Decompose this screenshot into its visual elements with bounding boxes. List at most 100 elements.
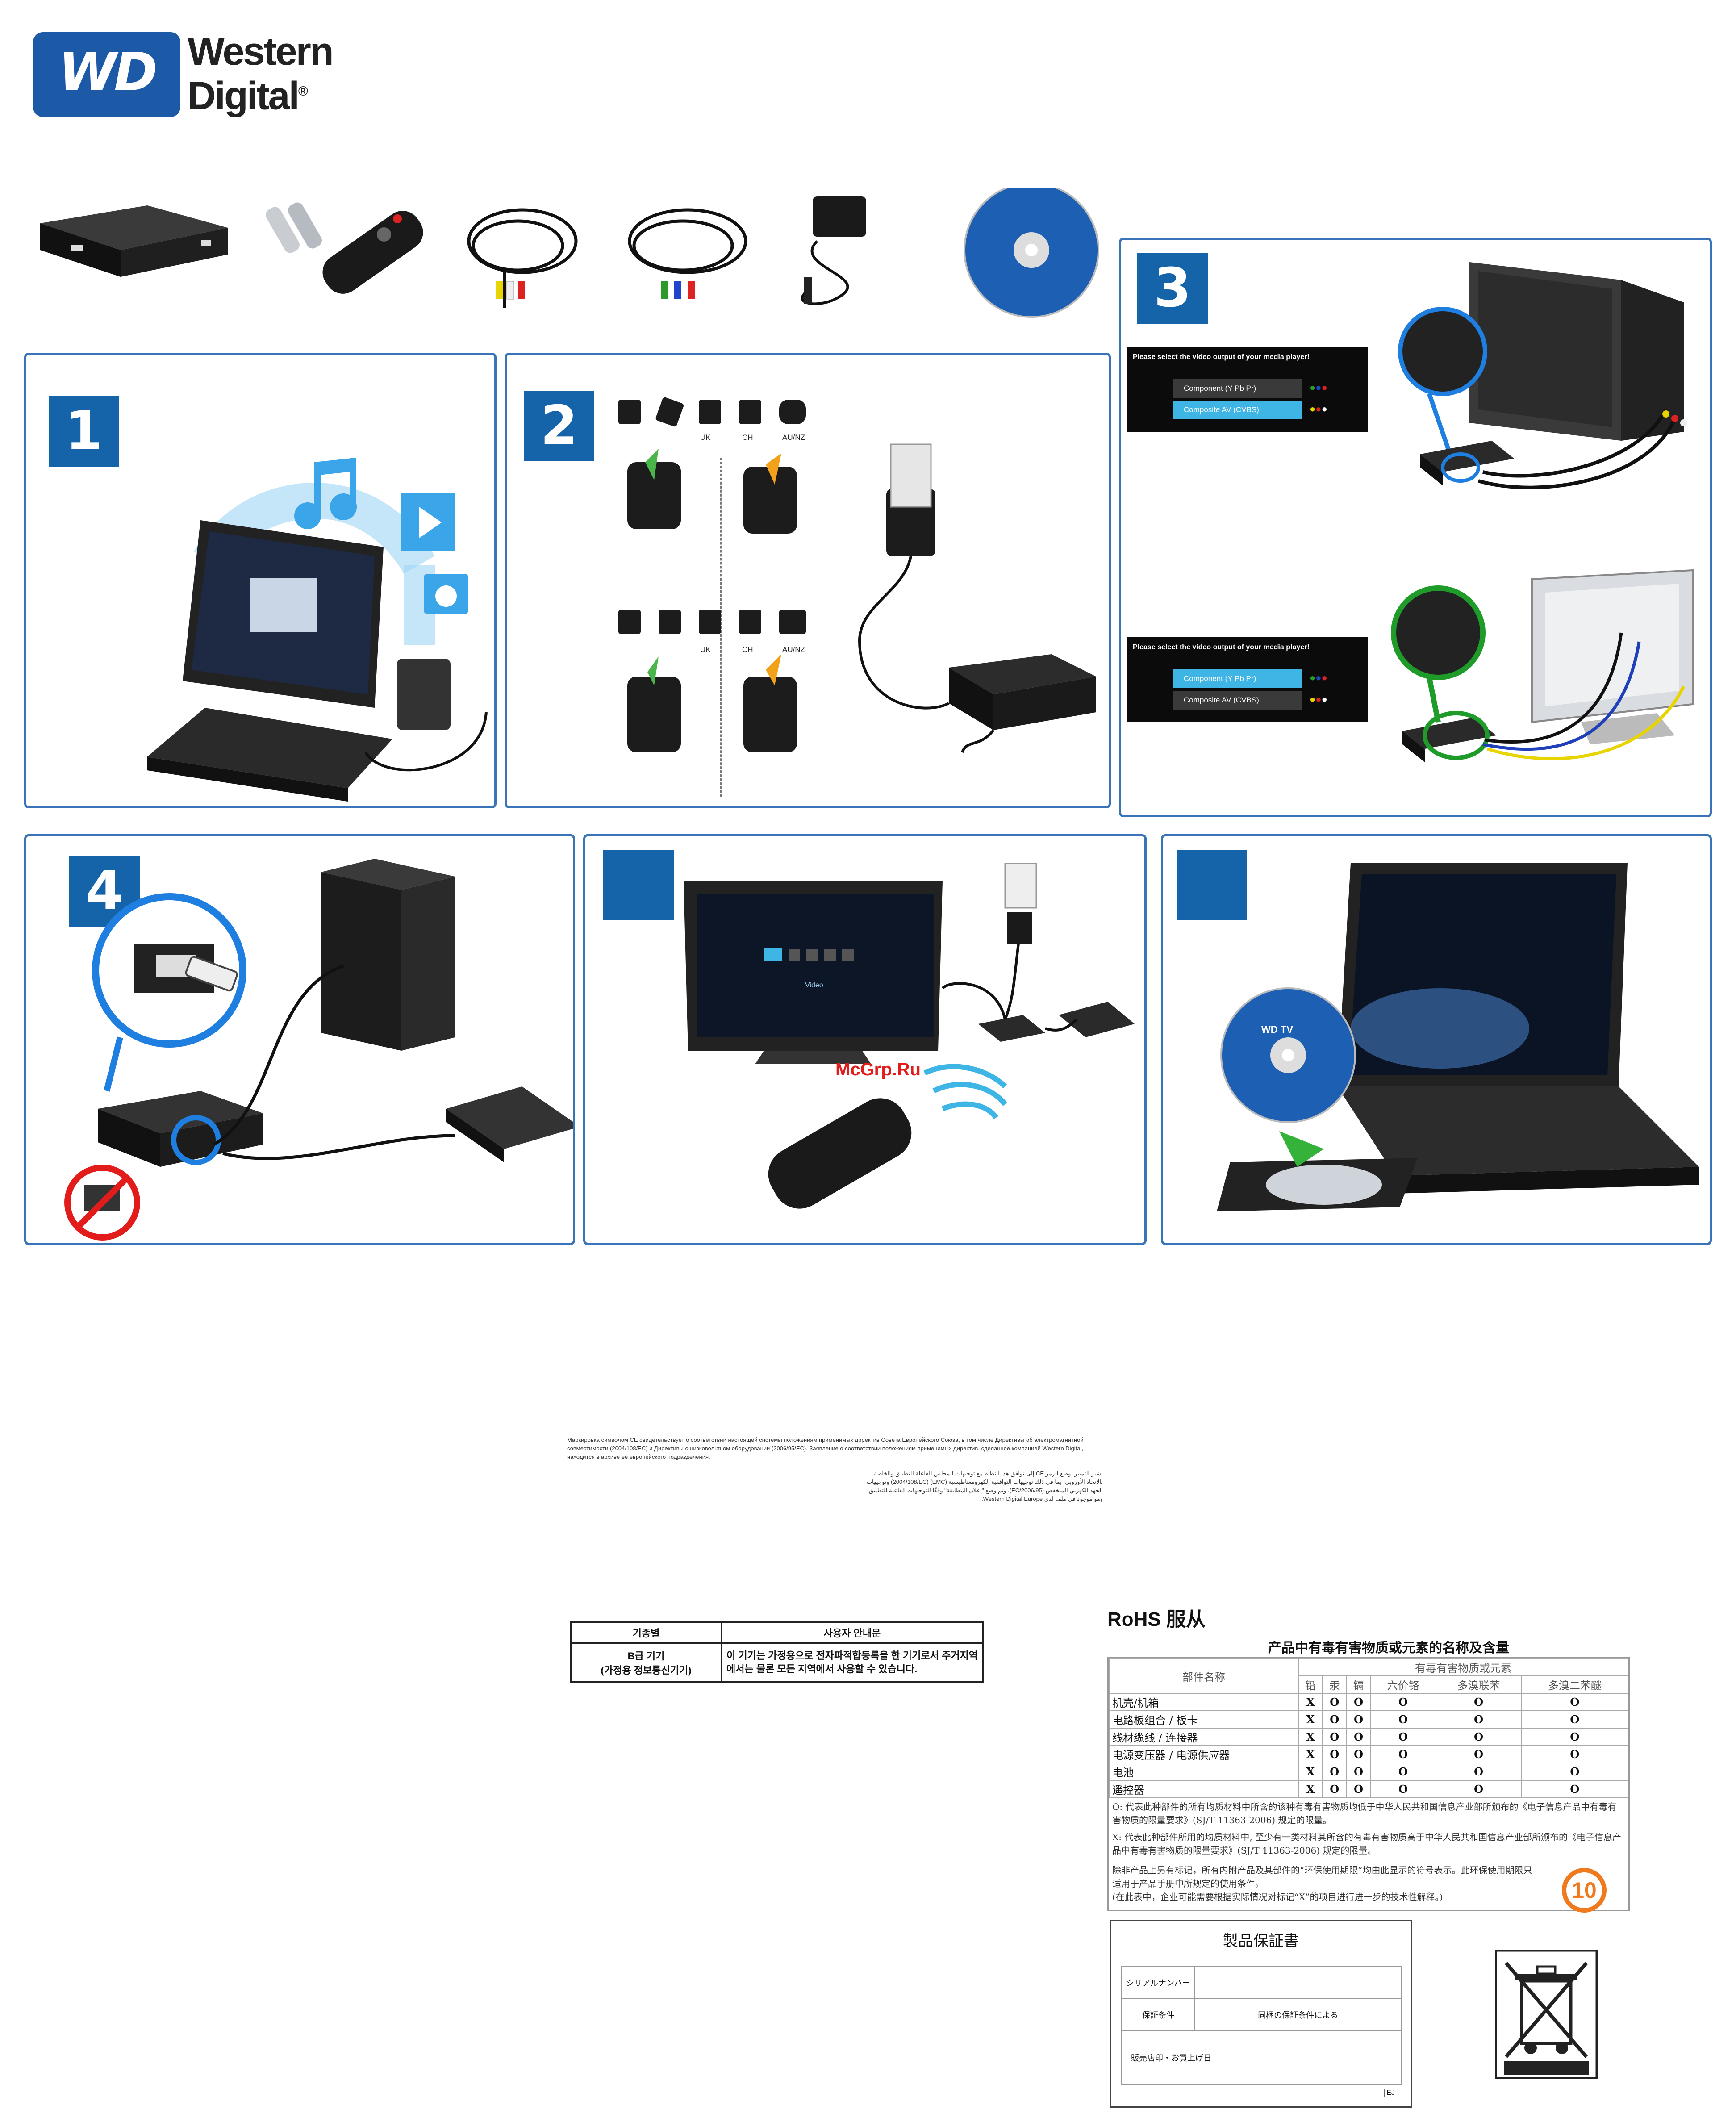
rohs-mark-cell: O — [1521, 1728, 1629, 1746]
laptop-cd-install-illustration — [1217, 863, 1699, 1211]
rohs-substance-header: 铅 — [1298, 1675, 1323, 1694]
warranty-store-label: 販売店印・お買上げ日 — [1121, 2030, 1402, 2085]
rohs-substance-header: 多溴联苯 — [1435, 1675, 1522, 1694]
step-1-badge: 1 — [49, 396, 119, 467]
option-composite-1[interactable]: Composite AV (CVBS) — [1173, 401, 1302, 419]
rohs-mark-cell: O — [1322, 1728, 1347, 1746]
rohs-mark-cell: X — [1298, 1693, 1323, 1711]
panel-step-2: 2 UK CH AU/NZ UK CH AU/NZ — [505, 353, 1111, 808]
option-component-2[interactable]: Component (Y Pb Pr) — [1173, 669, 1302, 688]
rohs-mark-cell: O — [1346, 1728, 1371, 1746]
rohs-mark-cell: O — [1322, 1780, 1347, 1798]
plug-label-uk-2: UK — [700, 645, 711, 654]
panel-step-3: 3 Please select the video output of your… — [1119, 238, 1712, 817]
component-cable-illustration — [628, 208, 747, 274]
rohs-mark-cell: O — [1322, 1763, 1347, 1781]
brand-name-line1: Western — [188, 29, 334, 73]
rohs-mark-cell: O — [1370, 1780, 1436, 1798]
rohs-mark-cell: O — [1370, 1763, 1436, 1781]
rohs-mark-cell: X — [1298, 1763, 1323, 1781]
rohs-mark-cell: O — [1435, 1710, 1522, 1729]
arabic-line-4: وهو موجود في ملف لدى Western Digital Eur… — [981, 1495, 1103, 1502]
batteries-illustration — [266, 202, 322, 253]
software-cd-illustration — [964, 188, 1099, 318]
music-note-icon — [294, 458, 357, 529]
video-file-icon — [401, 493, 455, 551]
rohs-mark-cell: O — [1346, 1710, 1371, 1729]
power-adapter-illustration — [801, 196, 866, 305]
remote-illustration — [322, 211, 423, 294]
rohs-part-name: 电池 — [1109, 1763, 1299, 1781]
rohs-mark-cell: O — [1435, 1728, 1522, 1746]
arabic-ce-notice: يشير التمييز بوضع الرمز CE إلى توافق هذا… — [567, 1469, 1103, 1503]
composite-color-dots-2: ●●● — [1310, 693, 1327, 705]
korean-emc-table: 기종별 사용자 안내문 B급 기기 (가정용 정보통신기기) 이 기기는 가정용… — [570, 1621, 984, 1683]
tv-remote-illustration — [684, 863, 1135, 1209]
step-2-badge: 2 — [524, 391, 594, 461]
rohs-substance-header: 汞 — [1322, 1675, 1347, 1694]
plug-label-uk: UK — [700, 433, 711, 442]
rohs-mark-cell: O — [1435, 1780, 1522, 1798]
warranty-title: 製品保証書 — [1223, 1933, 1299, 1950]
rohs-col-group: 有毒有害物质或元素 — [1298, 1658, 1628, 1676]
rohs-mark-cell: O — [1322, 1710, 1347, 1729]
plug-label-ch: CH — [742, 433, 753, 442]
rohs-mark-cell: O — [1346, 1745, 1371, 1763]
watermark: McGrp.Ru — [835, 1060, 921, 1079]
step-5-badge — [603, 850, 674, 920]
rohs-note-epup: 除非产品上另有标记，所有内附产品及其部件的“环保使用期限”均由此显示的符号表示。… — [1112, 1865, 1532, 1902]
video-output-menu-2: Please select the video output of your m… — [1127, 637, 1368, 722]
rohs-mark-cell: O — [1322, 1745, 1347, 1763]
plug-label-ch-2: CH — [742, 645, 753, 654]
korean-row-class: B급 기기 (가정용 정보통신기기) — [570, 1642, 722, 1683]
video-output-menu-1: Please select the video output of your m… — [1127, 347, 1368, 432]
rohs-part-name: 电源变压器 / 电源供应器 — [1109, 1745, 1299, 1763]
rohs-mark-cell: O — [1521, 1745, 1629, 1763]
panel-step-1: 1 — [24, 353, 497, 808]
plug-label-au-nz-2: AU/NZ — [782, 645, 805, 654]
cd-label: WD TV — [1261, 1024, 1293, 1035]
package-contents — [40, 188, 1099, 318]
brand-name-line2: Digital — [188, 73, 300, 118]
panel-step-5: Video McGrp.Ru — [583, 834, 1147, 1245]
step-6-badge — [1177, 850, 1247, 920]
rohs-mark-cell: X — [1298, 1780, 1323, 1798]
epup-10-icon: 10 — [1562, 1868, 1607, 1913]
tv-menu-label: Video — [805, 982, 823, 989]
option-component-1[interactable]: Component (Y Pb Pr) — [1173, 379, 1302, 398]
rohs-table-title: 产品中有毒有害物质或元素的名称及含量 — [1268, 1640, 1509, 1656]
panel-step-6: WD TV — [1161, 834, 1712, 1245]
option-composite-2[interactable]: Composite AV (CVBS) — [1173, 691, 1302, 710]
warranty-serial-label: シリアルナンバー — [1121, 1966, 1195, 1999]
arabic-line-1: يشير التمييز بوضع الرمز CE إلى توافق هذا… — [874, 1470, 1103, 1477]
rohs-mark-cell: O — [1322, 1693, 1347, 1711]
rohs-mark-cell: O — [1370, 1693, 1436, 1711]
rohs-mark-cell: O — [1521, 1693, 1629, 1711]
brand-name: Western Digital® — [188, 29, 334, 118]
rohs-mark-cell: O — [1521, 1710, 1629, 1729]
russian-ce-notice: Маркировка символом CE свидетельствует о… — [567, 1437, 1084, 1460]
korean-header-class: 기종별 — [570, 1621, 722, 1644]
arabic-line-2: بالاتحاد الأوروبي، بما في ذلك توجيهات ال… — [866, 1479, 1103, 1485]
rohs-mark-cell: O — [1370, 1745, 1436, 1763]
warranty-cond-label: 保証条件 — [1121, 1998, 1195, 2031]
rohs-mark-cell: O — [1435, 1763, 1522, 1781]
usb-drive-connection-illustration — [64, 859, 573, 1241]
rohs-mark-cell: O — [1346, 1763, 1371, 1781]
component-color-dots-2: ●●● — [1310, 672, 1327, 683]
rohs-col-part: 部件名称 — [1109, 1658, 1299, 1694]
wd-logo-badge — [33, 32, 180, 117]
rohs-substance-header: 镉 — [1346, 1675, 1371, 1694]
korean-header-notice: 사용자 안내문 — [721, 1621, 984, 1644]
warranty-code: EJ — [1384, 2089, 1397, 2097]
arabic-line-3: الجهد الكهربي المنخفض (2006/95/EC). وتم … — [868, 1487, 1103, 1494]
rohs-mark-cell: O — [1370, 1710, 1436, 1729]
rohs-part-name: 线材缆线 / 连接器 — [1109, 1728, 1299, 1746]
